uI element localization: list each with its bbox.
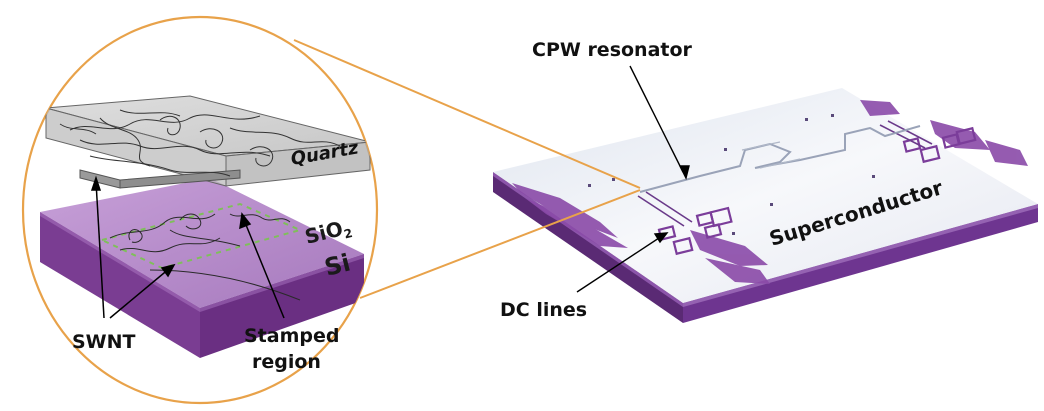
zoom-contents: [40, 95, 371, 358]
si-right-face: [200, 254, 364, 358]
zoom-circle: [21, 15, 379, 405]
dc-lines-arrow: [576, 232, 669, 293]
chip-electrodes: [512, 100, 1028, 284]
swnt-on-quartz: [59, 109, 341, 177]
callout-lines: [293, 39, 641, 299]
si-front-face: [40, 212, 200, 358]
sio2-top-surface: [40, 178, 364, 308]
cpw-resonator-label: CPW resonator: [532, 39, 693, 61]
chip-right-face: [683, 204, 1038, 323]
cpw-resonator-trace: [639, 125, 921, 193]
stamped-region-outline: [99, 202, 304, 270]
dc-lines-label: DC lines: [500, 299, 587, 321]
swnt-arrows: [90, 175, 176, 319]
cpw-resonator-arrow: [629, 65, 690, 181]
stamped-region-arrow: [239, 212, 285, 319]
stamped-region-label-line2: region: [252, 351, 321, 373]
chip-alignment-dots: [588, 114, 875, 235]
chip: Superconductor: [493, 88, 1038, 323]
stamped-region-label-line1: Stamped: [244, 325, 339, 347]
chip-top-surface: [493, 88, 1038, 303]
swnt-on-substrate: [109, 213, 301, 301]
swnt-label: SWNT: [72, 331, 136, 353]
